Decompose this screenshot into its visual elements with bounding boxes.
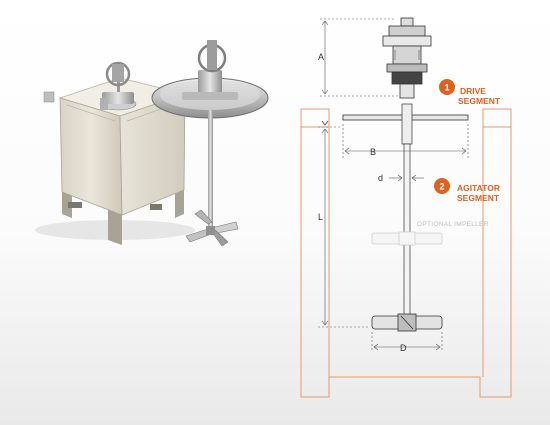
optional-impeller-ghost <box>371 231 443 246</box>
optional-impeller-label: OPTIONAL IMPELLER <box>417 221 489 228</box>
lid-marker <box>321 120 329 126</box>
segment-title-line2: SEGMENT <box>458 96 501 106</box>
drive-segment-callout: 1 DRIVE SEGMENT <box>439 79 501 106</box>
agitator-segment-callout: 2 AGITATOR SEGMENT <box>434 178 500 203</box>
tank-photo <box>35 61 195 245</box>
dim-label-d-small: d <box>378 173 383 183</box>
segment-title-line2: SEGMENT <box>457 193 500 203</box>
shaft <box>401 103 413 323</box>
tank-outline <box>300 108 512 398</box>
segment-title-line1: DRIVE <box>460 86 486 96</box>
segment-number-badge <box>434 178 450 194</box>
dim-label-b: B <box>370 147 376 157</box>
bottom-impeller <box>371 313 443 332</box>
dim-label-a: A <box>318 52 324 62</box>
segment-title-line1: AGITATOR <box>457 183 500 193</box>
segment-number: 1 <box>444 83 449 93</box>
dim-label-d-large: D <box>400 343 407 353</box>
drive-unit <box>382 17 432 99</box>
agitator-photo <box>151 40 269 247</box>
dim-label-l: L <box>318 212 323 222</box>
dimension-lines <box>318 18 469 352</box>
segment-number-badge <box>439 79 455 95</box>
segment-number: 2 <box>439 182 444 192</box>
